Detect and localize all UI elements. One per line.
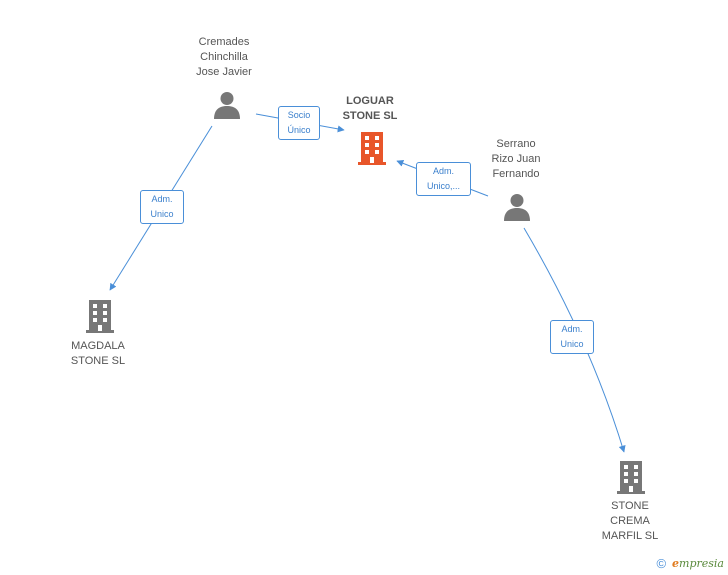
- node-label-stone-crema: STONE CREMA MARFIL SL: [601, 500, 659, 542]
- edge-label-socio[interactable]: Socio Único: [278, 106, 320, 140]
- building-icon[interactable]: [356, 130, 388, 166]
- node-label-serrano: Serrano Rizo Juan Fernando: [491, 138, 541, 180]
- node-label-loguar: LOGUAR STONE SL: [342, 95, 398, 122]
- copyright-icon: ©: [656, 556, 667, 571]
- edge-label-adm-right[interactable]: Adm. Unico: [550, 320, 594, 354]
- node-label-magdala: MAGDALA STONE SL: [70, 340, 126, 367]
- node-label-cremades: Cremades Chinchilla Jose Javier: [196, 36, 252, 78]
- footer-brand: © empresia: [656, 556, 724, 571]
- building-icon[interactable]: [84, 298, 116, 334]
- brand-logo[interactable]: empresia: [672, 557, 724, 570]
- person-icon[interactable]: [212, 90, 242, 120]
- edge-label-adm-mid[interactable]: Adm. Unico,...: [416, 162, 471, 196]
- person-icon[interactable]: [502, 192, 532, 222]
- edge-label-adm-left[interactable]: Adm. Unico: [140, 190, 184, 224]
- building-icon[interactable]: [615, 459, 647, 495]
